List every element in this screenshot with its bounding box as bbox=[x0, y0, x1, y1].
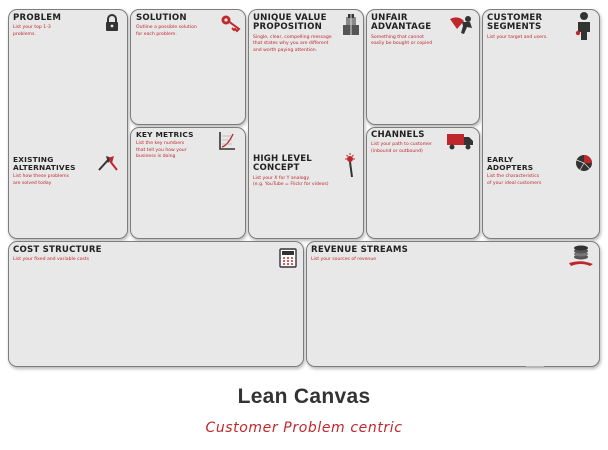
early-adopters-desc: List the characteristics of your ideal c… bbox=[487, 174, 542, 186]
canvas-title: Lean Canvas bbox=[237, 385, 371, 408]
existing-alternatives-section: EXISTING ALTERNATIVES List how these pro… bbox=[13, 155, 103, 188]
padlock-icon bbox=[106, 14, 118, 31]
channels-box bbox=[366, 127, 480, 239]
footnote-mark bbox=[526, 366, 544, 368]
uvp-title: UNIQUE VALUE PROPOSITION bbox=[253, 13, 327, 33]
uvp-section: UNIQUE VALUE PROPOSITION Single, clear, … bbox=[253, 13, 343, 55]
magic-wand-icon bbox=[345, 153, 355, 178]
key-metrics-title: KEY METRICS bbox=[136, 130, 194, 139]
key-icon bbox=[221, 15, 241, 33]
cost-structure-title: COST STRUCTURE bbox=[13, 245, 102, 255]
solution-section: SOLUTION Outline a possible solution for… bbox=[136, 13, 226, 39]
problem-box bbox=[8, 9, 128, 239]
problem-desc: List your top 1-3 problems. bbox=[13, 25, 51, 37]
customer-segments-box bbox=[482, 9, 600, 239]
unfair-advantage-title: UNFAIR ADVANTAGE bbox=[371, 13, 432, 33]
person-icon bbox=[575, 12, 590, 40]
truck-icon bbox=[447, 134, 473, 150]
money-stack-icon bbox=[569, 245, 593, 266]
key-metrics-desc: List the key numbers that tell you how y… bbox=[136, 141, 187, 160]
cost-structure-section: COST STRUCTURE List your fixed and varia… bbox=[13, 245, 213, 264]
revenue-streams-desc: List your sources of revenue bbox=[311, 257, 377, 263]
unfair-advantage-box bbox=[366, 9, 480, 125]
existing-alternatives-title: EXISTING ALTERNATIVES bbox=[13, 155, 76, 173]
channels-desc: List your path to customer (inbound or o… bbox=[371, 142, 432, 154]
revenue-streams-section: REVENUE STREAMS List your sources of rev… bbox=[311, 245, 511, 264]
key-metrics-section: KEY METRICS List the key numbers that te… bbox=[136, 130, 216, 161]
cash-register-icon bbox=[279, 248, 297, 268]
high-level-concept-desc: List your X for Y analogy (e.g. YouTube … bbox=[253, 175, 329, 188]
solution-title: SOLUTION bbox=[136, 13, 187, 23]
unfair-advantage-desc: Something that cannot easily be bought o… bbox=[371, 34, 433, 47]
early-adopters-section: EARLY ADOPTERS List the characteristics … bbox=[487, 155, 572, 188]
key-metrics-box bbox=[130, 127, 246, 239]
chart-icon bbox=[219, 132, 235, 150]
revenue-streams-box bbox=[306, 241, 600, 367]
superhero-icon bbox=[450, 16, 472, 34]
customer-segments-title: CUSTOMER SEGMENTS bbox=[487, 13, 543, 33]
existing-alternatives-desc: List how these problems are solved today bbox=[13, 174, 70, 186]
customer-segments-section: CUSTOMER SEGMENTS List your target and u… bbox=[487, 13, 572, 41]
problem-section: PROBLEM List your top 1-3 problems. bbox=[13, 13, 103, 39]
gift-boxes-icon bbox=[343, 14, 359, 35]
uvp-desc: Single, clear, compelling message that s… bbox=[253, 34, 332, 53]
canvas-subtitle: Customer Problem centric bbox=[205, 420, 403, 436]
cost-structure-desc: List your fixed and variable costs bbox=[13, 257, 89, 263]
problem-title: PROBLEM bbox=[13, 13, 62, 23]
arrows-icon bbox=[98, 156, 118, 171]
early-adopters-title: EARLY ADOPTERS bbox=[487, 155, 534, 173]
unfair-advantage-section: UNFAIR ADVANTAGE Something that cannot e… bbox=[371, 13, 451, 48]
pie-chart-icon bbox=[576, 155, 592, 171]
channels-title: CHANNELS bbox=[371, 130, 425, 140]
high-level-concept-section: HIGH LEVEL CONCEPT List your X for Y ana… bbox=[253, 154, 343, 189]
solution-desc: Outline a possible solution for each pro… bbox=[136, 25, 197, 37]
solution-box bbox=[130, 9, 246, 125]
lean-canvas: PROBLEM List your top 1-3 problems. EXIS… bbox=[8, 9, 600, 368]
cost-structure-box bbox=[8, 241, 304, 367]
channels-section: CHANNELS List your path to customer (inb… bbox=[371, 130, 451, 156]
customer-segments-desc: List your target and users. bbox=[487, 34, 548, 40]
revenue-streams-title: REVENUE STREAMS bbox=[311, 245, 408, 255]
uvp-box bbox=[248, 9, 364, 239]
high-level-concept-title: HIGH LEVEL CONCEPT bbox=[253, 154, 312, 174]
